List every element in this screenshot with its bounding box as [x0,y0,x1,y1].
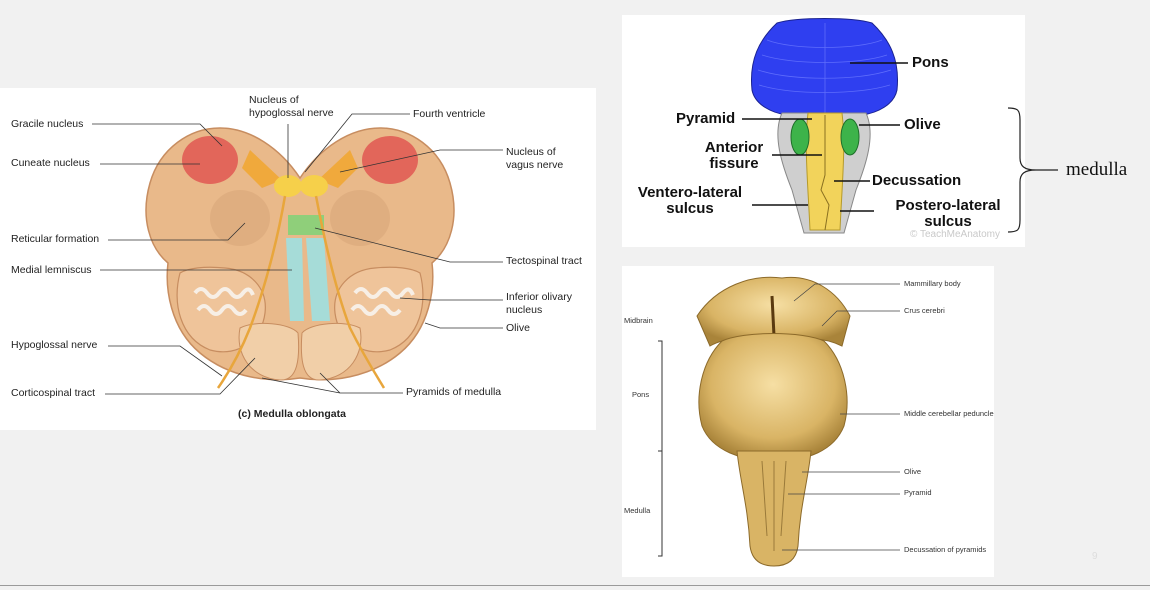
side-label-pons: Pons [632,390,650,399]
label-hypoglossal-nucleus-line2: hypoglossal nerve [249,107,334,119]
label-inferior-olivary-line2: nucleus [506,304,543,316]
label-tectospinal-tract: Tectospinal tract [506,255,582,267]
label-mammillary-body: Mammillary body [904,279,961,288]
label-decussation: Decussation [872,172,962,189]
label-postero-lateral-line1: Postero-lateral [895,197,1001,214]
label-medial-lemniscus: Medial lemniscus [11,264,92,276]
watermark: © TeachMeAnatomy [910,229,1001,240]
medulla-bracket [1007,107,1058,233]
label-olive: Olive [506,322,530,334]
label-olive-specimen: Olive [904,467,922,476]
label-anterior-fissure-line1: Anterior [704,139,764,156]
label-cuneate-nucleus: Cuneate nucleus [11,157,90,169]
pons-specimen-shape [698,333,848,462]
label-inferior-olivary-line1: Inferior olivary [506,291,572,303]
left-hypoglossal-nerve-fiber [216,195,287,389]
brainstem-anterior-panel: Pons Pyramid Olive Anterior fissure Decu… [622,15,1025,247]
label-pyramid: Pyramid [676,110,736,127]
left-pyramid-lobe [238,323,300,381]
label-ventero-lateral-line1: Ventero-lateral [637,184,743,201]
label-hypoglossal-nerve: Hypoglossal nerve [11,339,98,351]
tectospinal-tract [288,215,324,235]
left-reticular-formation [210,190,270,246]
right-hypoglossal-nerve-fiber [314,195,386,389]
brainstem-specimen-panel: Midbrain Pons Medulla Mammillary body Cr… [622,266,994,577]
leader-lines-left [92,113,503,395]
label-vagus-nucleus-line2: vagus nerve [506,159,564,171]
bottom-divider [0,585,1150,586]
left-hypoglossal-nucleus [274,175,302,197]
right-cuneate-nucleus [362,136,418,184]
brainstem-anterior-illustration [742,18,908,234]
right-hypoglossal-nucleus [300,175,328,197]
label-ventero-lateral-line2: sulcus [666,200,714,217]
label-decussation-of-pyramids: Decussation of pyramids [904,545,987,554]
label-middle-cerebellar-peduncle: Middle cerebellar peduncle [904,409,994,418]
right-vagus-nucleus [318,150,358,188]
medulla-cross-section-illustration [145,127,455,389]
label-hypoglossal-nucleus-line1: Nucleus of [249,94,299,106]
left-vagus-nucleus [242,150,282,188]
right-reticular-formation [330,190,390,246]
side-label-midbrain: Midbrain [624,316,653,325]
medial-lemniscus [286,238,330,321]
label-corticospinal-tract: Corticospinal tract [11,387,96,399]
label-fourth-ventricle: Fourth ventricle [413,108,486,120]
page-number: 9 [1092,551,1098,562]
label-pons: Pons [912,54,949,71]
label-crus-cerebri: Crus cerebri [904,306,945,315]
label-anterior-fissure-line2: fissure [709,155,759,172]
left-inferior-olivary-nucleus [193,287,255,316]
right-olive-shape [840,118,860,156]
left-olive-shape [790,118,810,156]
figure-caption: (c) Medulla oblongata [238,408,346,420]
label-pyramid-specimen: Pyramid [904,488,932,497]
side-label-medulla: Medulla [624,506,651,515]
medulla-cross-section-panel: Gracile nucleus Cuneate nucleus Reticula… [0,88,596,430]
label-reticular-formation: Reticular formation [11,233,100,245]
left-cuneate-nucleus [182,136,238,184]
medulla-bracket-label: medulla [1066,159,1128,180]
label-pyramids-of-medulla: Pyramids of medulla [406,386,502,398]
label-olive-top: Olive [904,116,941,133]
pons-shape [750,18,899,116]
right-inferior-olivary-nucleus [350,287,415,316]
brainstem-specimen-photo [658,276,900,567]
label-vagus-nucleus-line1: Nucleus of [506,146,556,158]
label-gracile-nucleus: Gracile nucleus [11,118,84,130]
label-postero-lateral-line2: sulcus [924,213,972,230]
right-pyramid-lobe [300,323,362,381]
